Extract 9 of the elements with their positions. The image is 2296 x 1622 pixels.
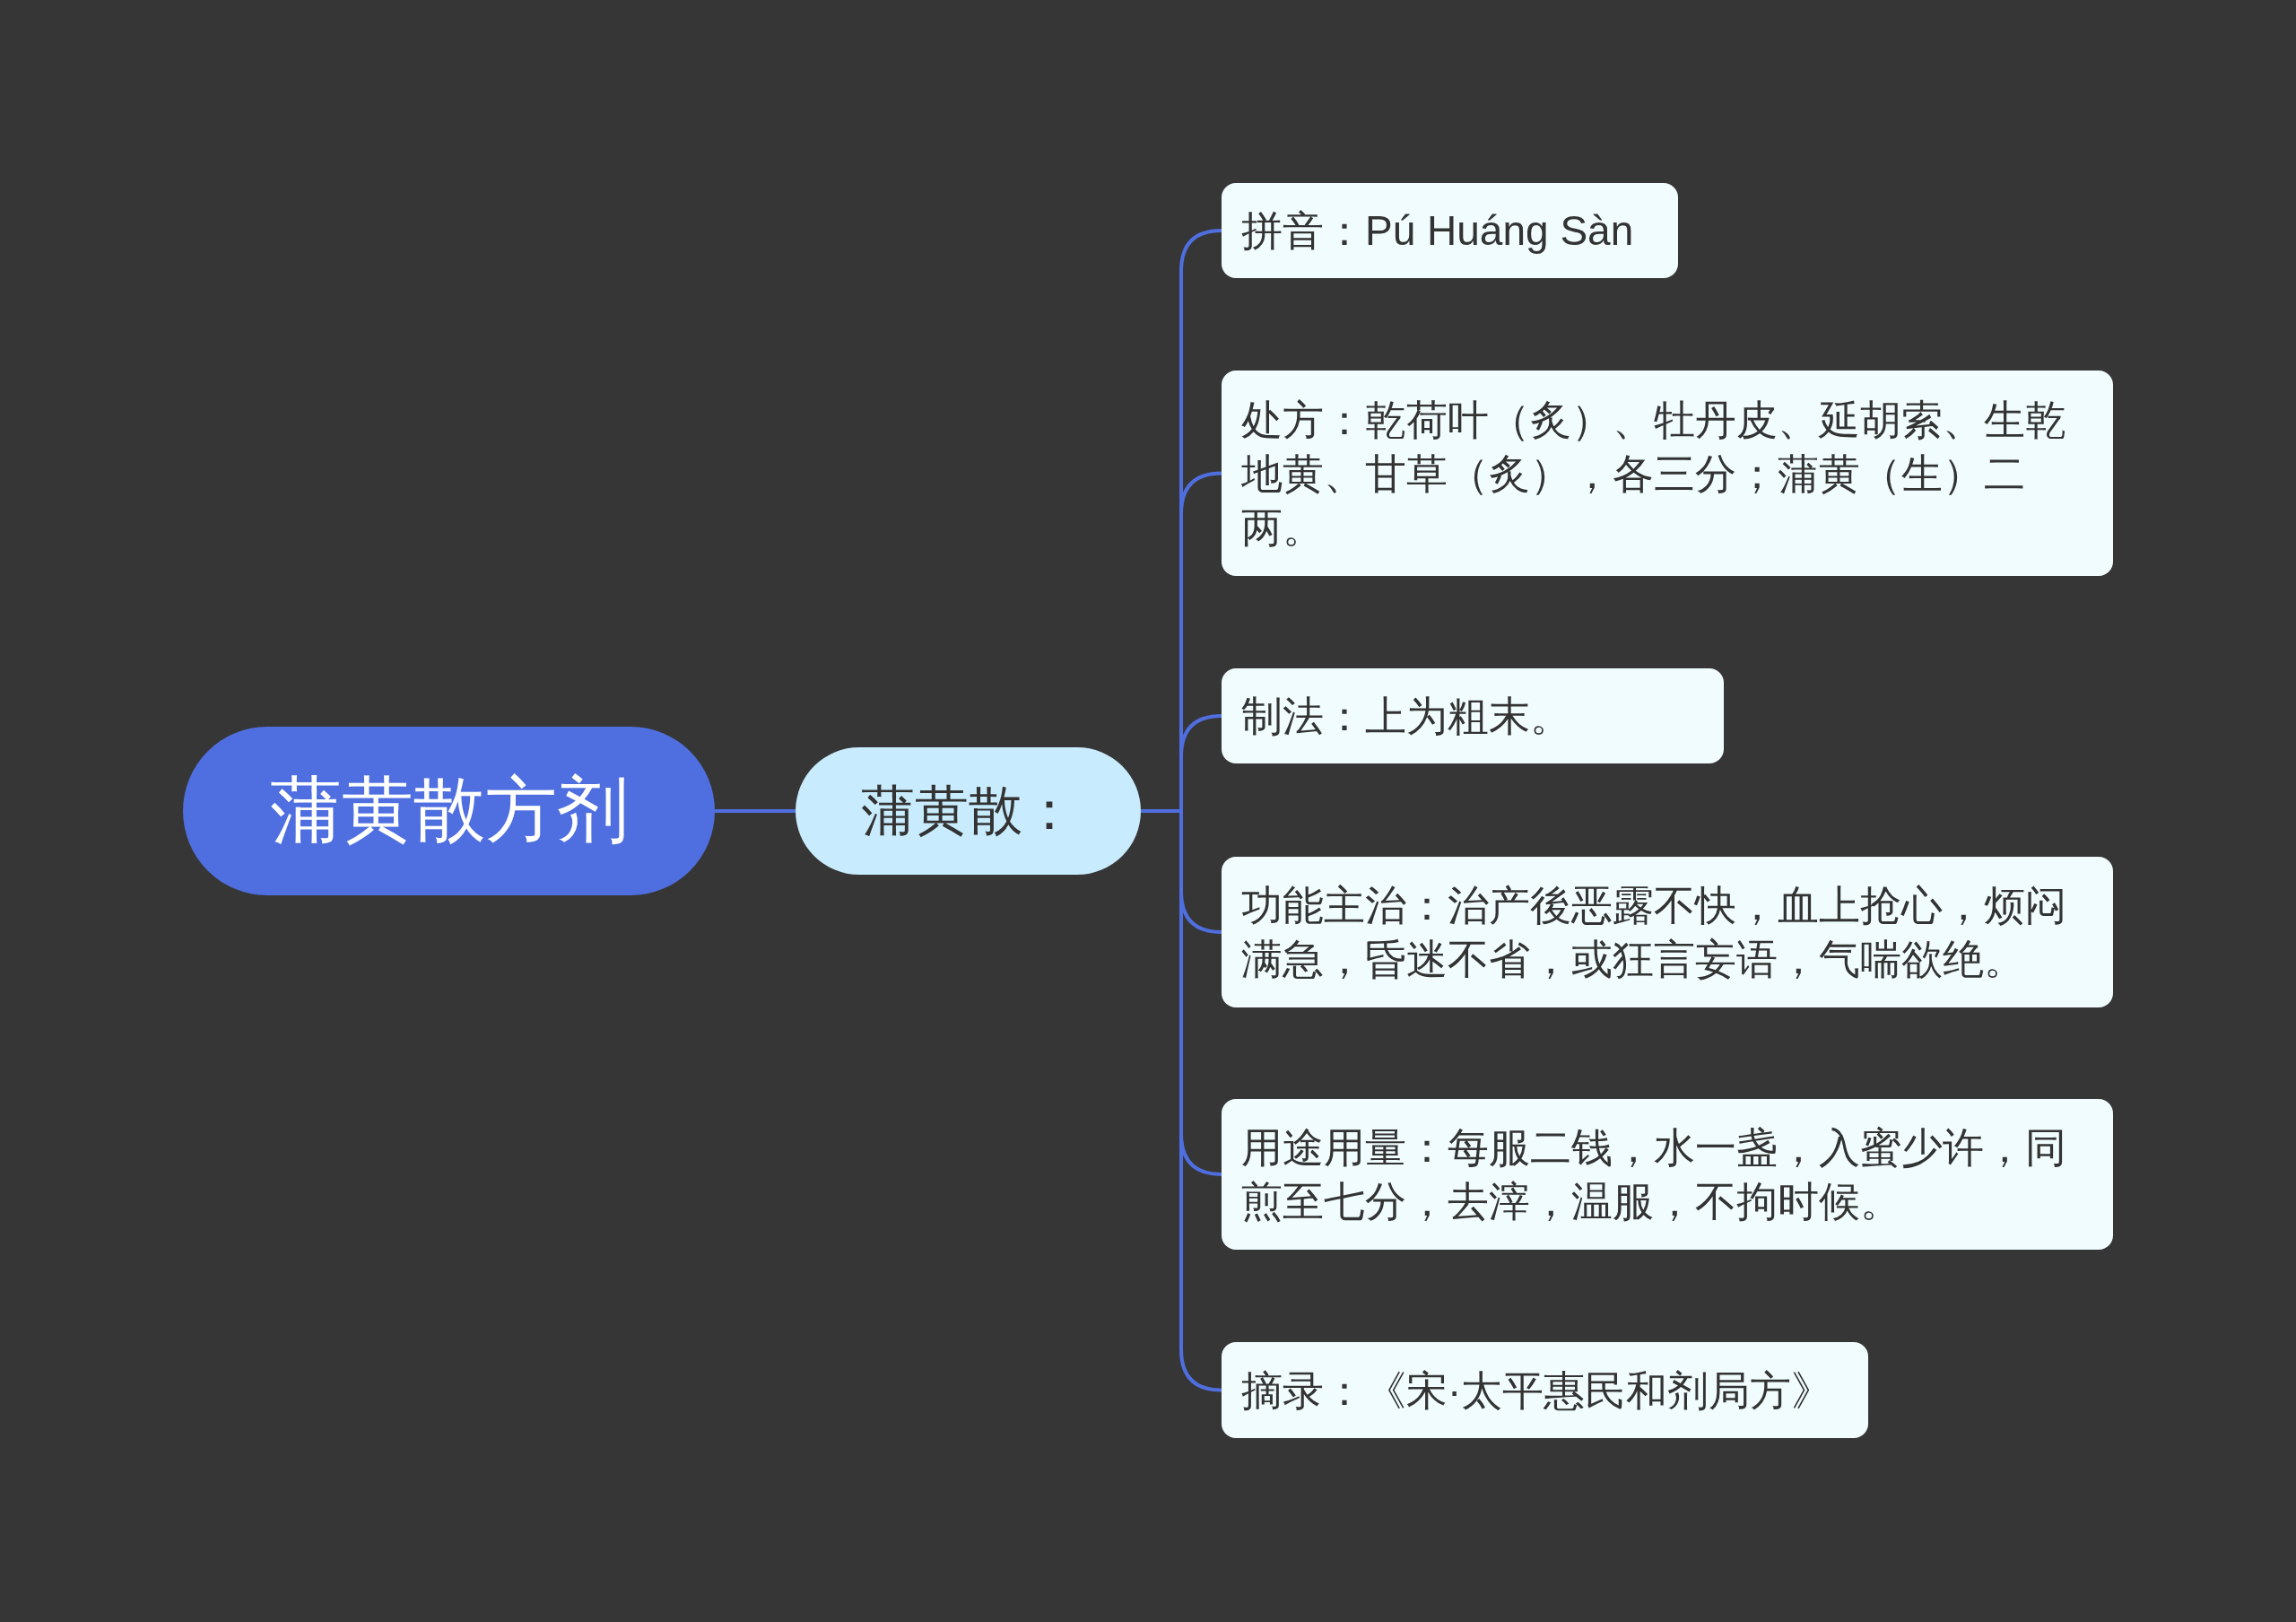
leaf-box: 制法：上为粗末。 bbox=[1222, 668, 1724, 763]
leaf-box: 功能主治：治产後恶露不快，血上抢心，烦闷满急，昏迷不省，或狂言妄语，气喘欲绝。 bbox=[1222, 857, 2113, 1007]
leaf-box: 用途用量：每服二钱，水一盏，入蜜少许，同煎至七分，去滓，温服，不拘时候。 bbox=[1222, 1099, 2113, 1250]
root-node: 蒲黄散方剂 bbox=[183, 727, 715, 895]
leaf-box: 摘录：《宋·太平惠民和剂局方》 bbox=[1222, 1342, 1868, 1438]
leaf-box: 拼音：Pú Huáng Sàn bbox=[1222, 183, 1678, 278]
leaf-box: 处方：乾荷叶（炙）、牡丹皮、延胡索、生乾地黄、甘草（炙），各三分；蒲黄（生）二两。 bbox=[1222, 371, 2113, 576]
topic-node: 蒲黄散： bbox=[796, 747, 1141, 875]
connector-line bbox=[715, 809, 796, 813]
